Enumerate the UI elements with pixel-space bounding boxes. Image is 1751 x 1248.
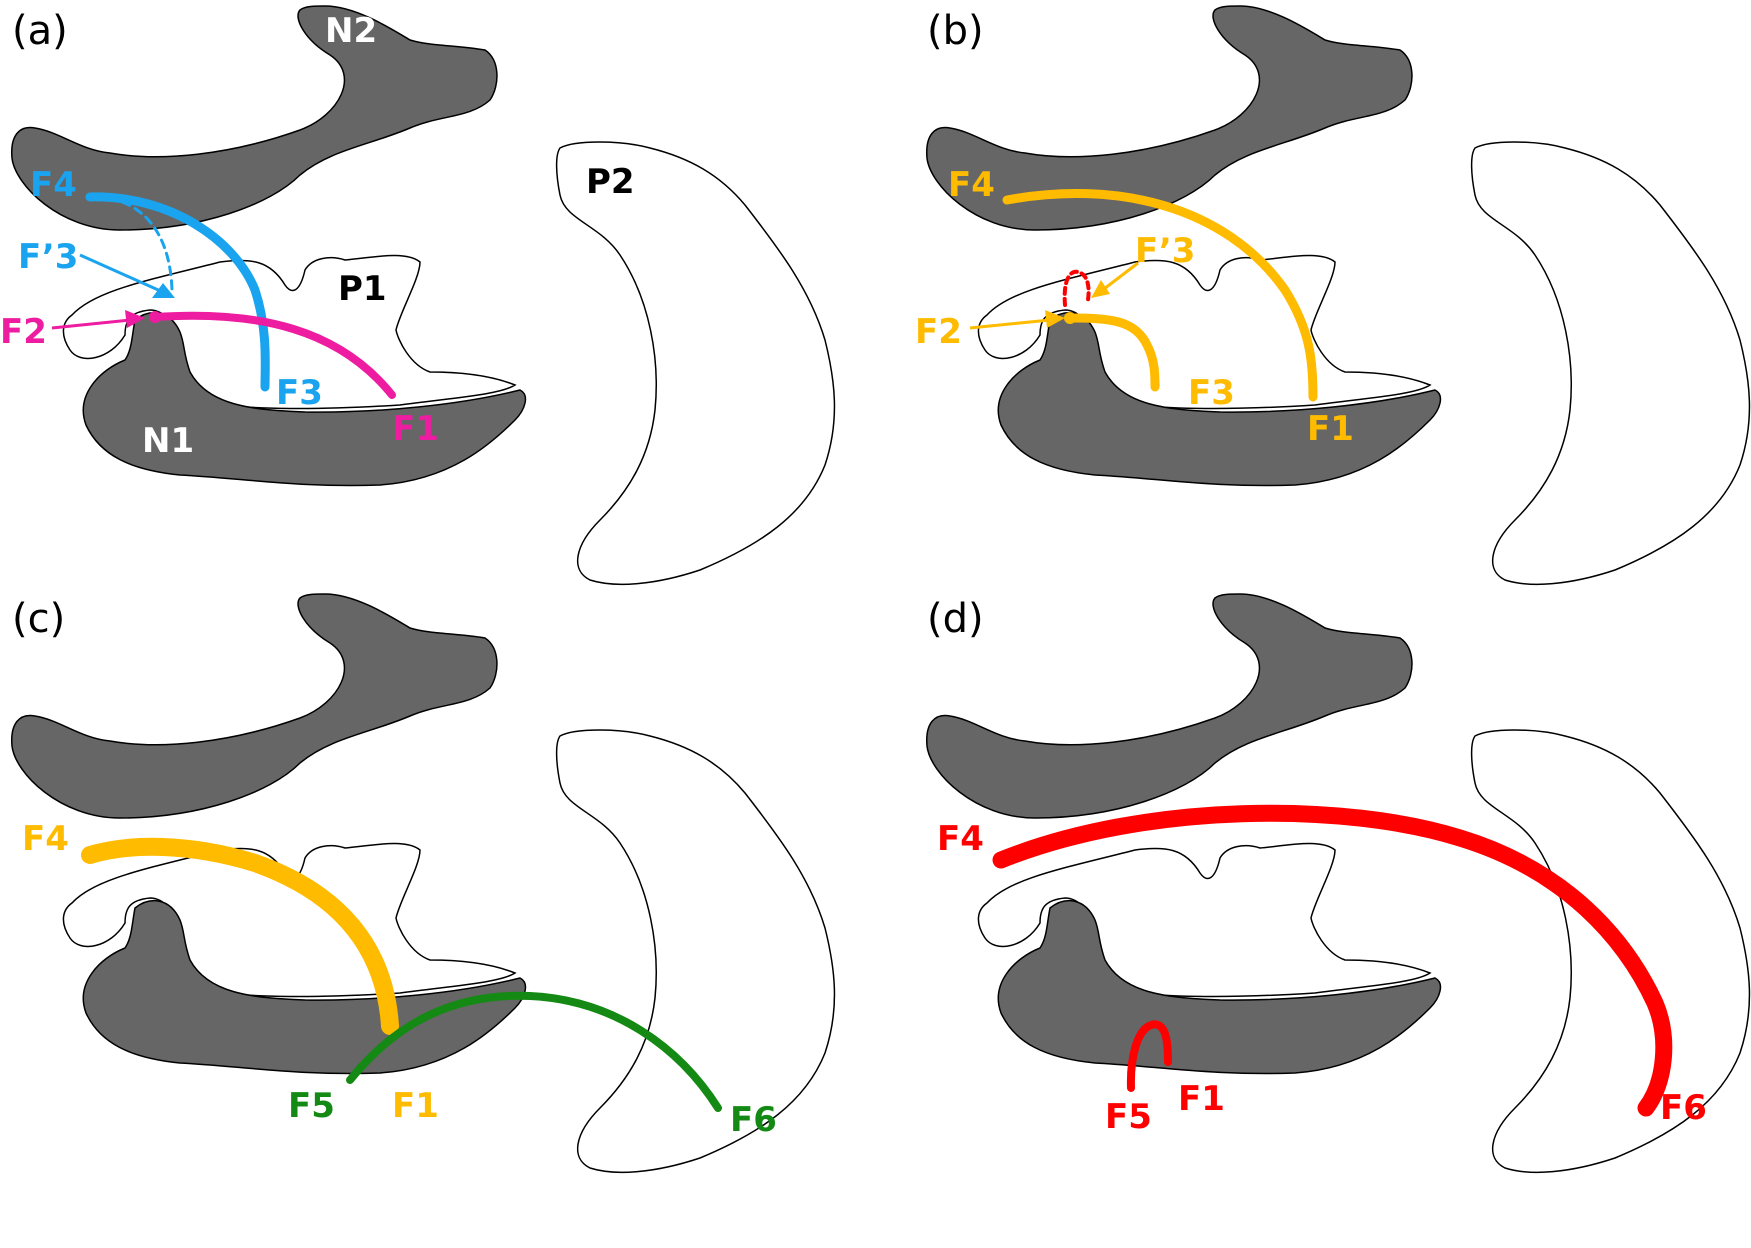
fiber-f5-f6 — [346, 991, 722, 1112]
panel-b: (b) F4 F’3 F2 F3 F1 — [915, 5, 1751, 586]
region-label-p2: P2 — [586, 162, 635, 202]
panel-d: (d) — [925, 593, 1751, 1174]
fiber-label-f4: F4 — [22, 819, 69, 859]
panel-label-a: (a) — [12, 8, 68, 54]
fiber-label-f1: F1 — [392, 409, 439, 449]
arrow-f3prime — [79, 253, 166, 295]
fiber-label-f3: F3 — [1188, 373, 1235, 413]
fiber-f2-f3 — [1065, 313, 1160, 392]
fiber-f4-f3prime-dashed — [93, 195, 174, 292]
fiber-f4-f1 — [1002, 188, 1318, 402]
panel-label-b: (b) — [927, 8, 984, 54]
arrowhead-f3prime — [1091, 280, 1110, 298]
fiber-label-f6: F6 — [730, 1100, 777, 1140]
fiber-point-f2 — [149, 311, 161, 323]
fiber-label-f1: F1 — [392, 1086, 439, 1126]
region-n2 — [10, 593, 498, 819]
region-label-p1: P1 — [338, 269, 387, 309]
panel-label-d: (d) — [927, 596, 984, 642]
region-p2 — [1470, 141, 1751, 586]
fiber-label-f1: F1 — [1178, 1079, 1225, 1119]
fiber-label-f5: F5 — [1105, 1097, 1152, 1137]
fiber-label-f2: F2 — [915, 312, 962, 352]
fiber-label-f4: F4 — [30, 165, 77, 205]
arrow-f2 — [51, 318, 131, 330]
fiber-label-f3prime: F’3 — [18, 237, 78, 277]
region-n2 — [925, 5, 1413, 231]
fiber-f4-f6 — [992, 804, 1673, 1117]
region-p2 — [1470, 729, 1751, 1174]
fiber-label-f6: F6 — [1660, 1088, 1707, 1128]
region-p2 — [555, 141, 836, 586]
fiber-point-f2 — [1064, 312, 1076, 324]
fiber-label-f3: F3 — [276, 373, 323, 413]
region-label-n1: N1 — [142, 421, 194, 461]
fiber-label-f1: F1 — [1307, 409, 1354, 449]
fiber-f4-f3 — [85, 192, 270, 392]
panel-c: (c) F4 F5 F1 F6 — [10, 593, 836, 1174]
region-n2 — [10, 5, 498, 231]
arrow-f3prime — [1099, 261, 1139, 294]
arrowhead-f3prime — [152, 283, 175, 298]
arrow-f2 — [969, 318, 1051, 330]
region-n2 — [925, 593, 1413, 819]
fiber-f4-f1 — [81, 837, 399, 1035]
fiber-f2-f1 — [151, 311, 396, 399]
arrowhead-f2 — [125, 310, 145, 328]
panel-a: (a) N2 P1 P2 N1 F4 F’3 F2 F3 F1 — [0, 5, 836, 586]
fiber-label-f3prime: F’3 — [1135, 231, 1195, 271]
fiber-label-f2: F2 — [0, 312, 47, 352]
fiber-f5-f1 — [1126, 1020, 1172, 1092]
fiber-label-f5: F5 — [288, 1086, 335, 1126]
region-label-n2: N2 — [325, 11, 377, 51]
panel-label-c: (c) — [12, 596, 65, 642]
region-p2 — [555, 729, 836, 1174]
fiber-label-f4: F4 — [937, 819, 984, 859]
arrowhead-f2 — [1045, 310, 1065, 328]
fiber-f3prime-dashed — [1062, 269, 1091, 307]
fiber-label-f4: F4 — [948, 165, 995, 205]
